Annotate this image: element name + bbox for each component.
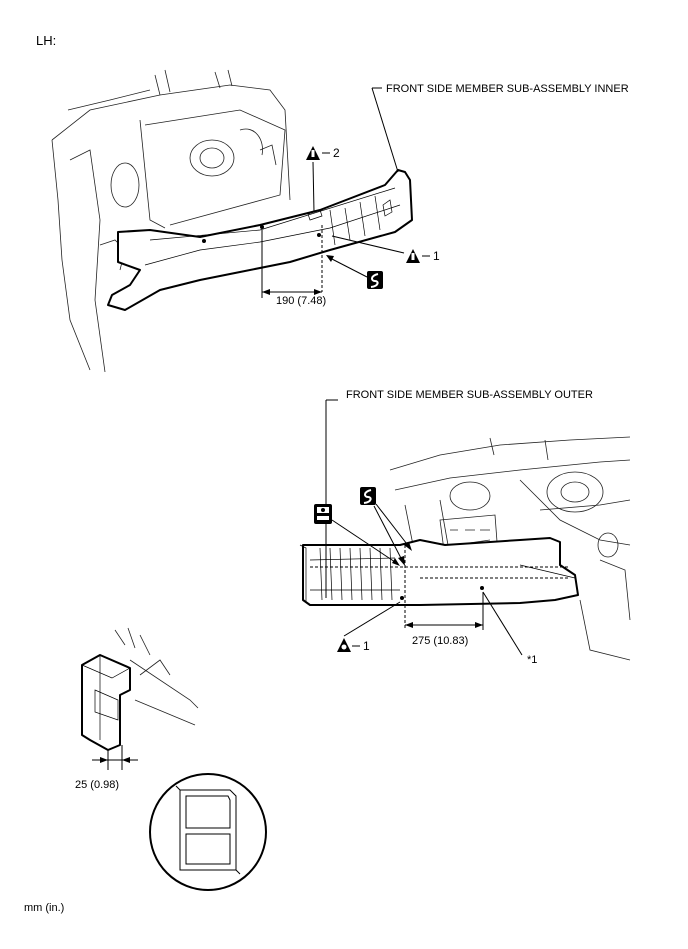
units-note: mm (in.) (24, 902, 64, 914)
weld-point (480, 586, 484, 590)
bottom-part-label: FRONT SIDE MEMBER SUB-ASSEMBLY OUTER (346, 389, 593, 401)
section-inset-circle (149, 773, 267, 891)
bottom-figure: 275 (10.83) FRONT SIDE MEMBER SUB-ASSEMB… (299, 389, 631, 666)
member-section (81, 654, 131, 751)
bottom-dimension-label: 275 (10.83) (412, 635, 468, 647)
note-leader (482, 591, 523, 656)
warning-triangle-icon (406, 249, 420, 263)
top-part-label: FRONT SIDE MEMBER SUB-ASSEMBLY INNER (386, 83, 629, 95)
warning-triangle-icon (306, 146, 320, 160)
saw-cut-icon (367, 271, 383, 289)
detail-figure: 25 (0.98) (75, 627, 267, 891)
part-label-leader (371, 87, 399, 173)
welding-point-icon (337, 638, 351, 652)
front-side-member-outer (302, 537, 579, 606)
detail-dimension-label: 25 (0.98) (75, 779, 119, 791)
callout-warning-1: 1 (433, 249, 440, 263)
callout-leader (312, 161, 315, 213)
saw-cut-icon (360, 487, 376, 505)
callout-leader (375, 503, 411, 549)
callout-leader (329, 257, 368, 278)
callout-leader (331, 235, 405, 254)
note-ref: *1 (527, 654, 537, 666)
top-figure: 190 (7.48) FRONT SIDE MEMBER SUB-ASSEMBL… (51, 69, 629, 373)
callout-warning-2: 2 (333, 146, 340, 160)
section-profile (179, 789, 237, 871)
callout-leader (373, 505, 404, 563)
page-label: LH: (36, 33, 56, 48)
weld-point (400, 596, 404, 600)
spot-weld-icon (314, 504, 332, 524)
callout-leader (331, 519, 399, 565)
weld-point (317, 233, 321, 237)
weld-point (260, 225, 264, 229)
top-dimension-label: 190 (7.48) (276, 295, 326, 307)
front-side-member-inner (107, 169, 413, 311)
weld-point (202, 239, 206, 243)
top-vehicle-body (51, 69, 291, 373)
callout-leader (343, 601, 401, 637)
callout-point-1: 1 (363, 639, 370, 653)
